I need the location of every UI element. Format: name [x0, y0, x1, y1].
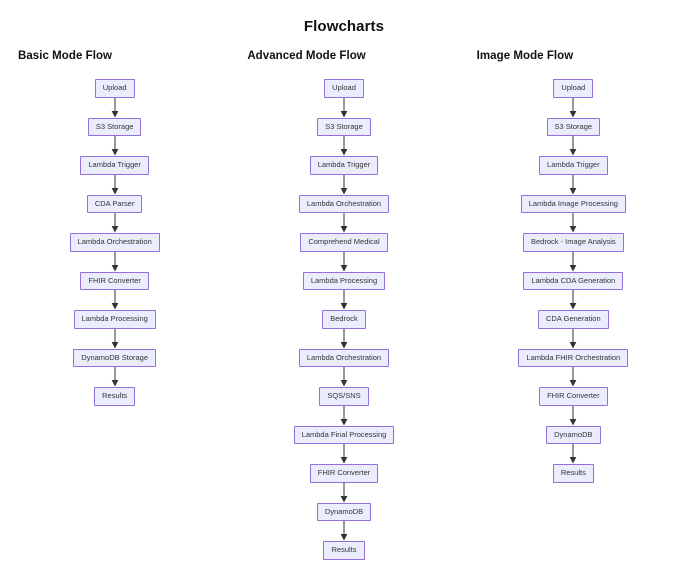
flow-node[interactable]: Lambda Trigger — [309, 156, 379, 175]
flow-node[interactable]: Lambda Orchestration — [298, 194, 390, 213]
column-heading: Image Mode Flow — [476, 50, 574, 62]
arrow-down-icon — [338, 251, 350, 272]
column-heading: Basic Mode Flow — [18, 50, 113, 62]
arrow-down-icon — [109, 251, 121, 272]
flow-node[interactable]: Lambda Orchestration — [298, 348, 390, 367]
flow-node[interactable]: Upload — [94, 79, 135, 98]
arrow-down-icon — [109, 367, 121, 387]
arrow-down-icon — [109, 213, 121, 233]
arrow-down-icon — [109, 136, 121, 156]
flow-node[interactable]: Lambda Orchestration — [69, 233, 160, 252]
flow-node[interactable]: Lambda FHIR Orchestration — [518, 348, 629, 367]
flow-node[interactable]: Upload — [553, 79, 594, 98]
flow-node[interactable]: Upload — [324, 79, 364, 98]
arrow-down-icon — [338, 367, 350, 387]
arrow-down-icon — [567, 367, 579, 387]
flow-node[interactable]: DynamoDB — [546, 425, 601, 444]
arrow-down-icon — [567, 213, 579, 233]
flow-node[interactable]: Bedrock - Image Analysis — [523, 233, 624, 252]
arrow-down-icon — [567, 97, 579, 118]
flow-node[interactable]: DynamoDB Storage — [73, 348, 156, 367]
flow-node[interactable]: Comprehend Medical — [300, 233, 388, 252]
flow-node[interactable]: FHIR Converter — [309, 464, 379, 483]
arrow-down-icon — [567, 174, 579, 195]
arrow-down-icon — [567, 251, 579, 272]
flow-node[interactable]: Lambda Processing — [73, 310, 156, 329]
flow-node[interactable]: Results — [94, 387, 136, 406]
arrow-down-icon — [338, 174, 350, 195]
arrow-down-icon — [109, 328, 121, 349]
arrow-down-icon — [338, 444, 350, 464]
arrow-down-icon — [109, 290, 121, 310]
flow-node[interactable]: Lambda CDA Generation — [523, 271, 624, 290]
flow-node[interactable]: Bedrock — [322, 310, 366, 329]
flow-node[interactable]: Lambda Trigger — [80, 156, 149, 175]
arrow-down-icon — [109, 97, 121, 118]
flow-node[interactable]: Lambda Processing — [302, 271, 386, 290]
arrow-down-icon — [338, 482, 350, 503]
flow-node[interactable]: FHIR Converter — [539, 387, 608, 406]
column-heading: Advanced Mode Flow — [247, 50, 366, 62]
flow-node[interactable]: S3 Storage — [87, 117, 142, 136]
flow-node[interactable]: Lambda Image Processing — [520, 194, 626, 213]
arrow-down-icon — [338, 97, 350, 118]
page-title: Flowcharts — [303, 18, 385, 35]
flow-node[interactable]: DynamoDB — [316, 502, 372, 521]
flow-node[interactable]: CDA Parser — [86, 194, 143, 213]
flow-node[interactable]: Results — [552, 464, 594, 483]
flow-node[interactable]: FHIR Converter — [80, 271, 149, 290]
flow-node[interactable]: Lambda Trigger — [539, 156, 608, 175]
flow-node[interactable]: CDA Generation — [538, 310, 609, 329]
arrow-down-icon — [338, 405, 350, 426]
arrow-down-icon — [109, 174, 121, 195]
flow-node[interactable]: Results — [323, 541, 365, 560]
arrow-down-icon — [567, 136, 579, 156]
arrow-down-icon — [567, 405, 579, 426]
arrow-down-icon — [567, 328, 579, 349]
flow-node[interactable]: SQS/SNS — [319, 387, 369, 406]
arrow-down-icon — [567, 444, 579, 464]
flow-node[interactable]: Lambda Final Processing — [293, 425, 395, 444]
arrow-down-icon — [338, 328, 350, 349]
flow-node[interactable]: S3 Storage — [317, 117, 371, 136]
arrow-down-icon — [338, 213, 350, 233]
flow-node[interactable]: S3 Storage — [546, 117, 601, 136]
arrow-down-icon — [338, 521, 350, 541]
arrow-down-icon — [338, 290, 350, 310]
arrow-down-icon — [338, 136, 350, 156]
arrow-down-icon — [567, 290, 579, 310]
